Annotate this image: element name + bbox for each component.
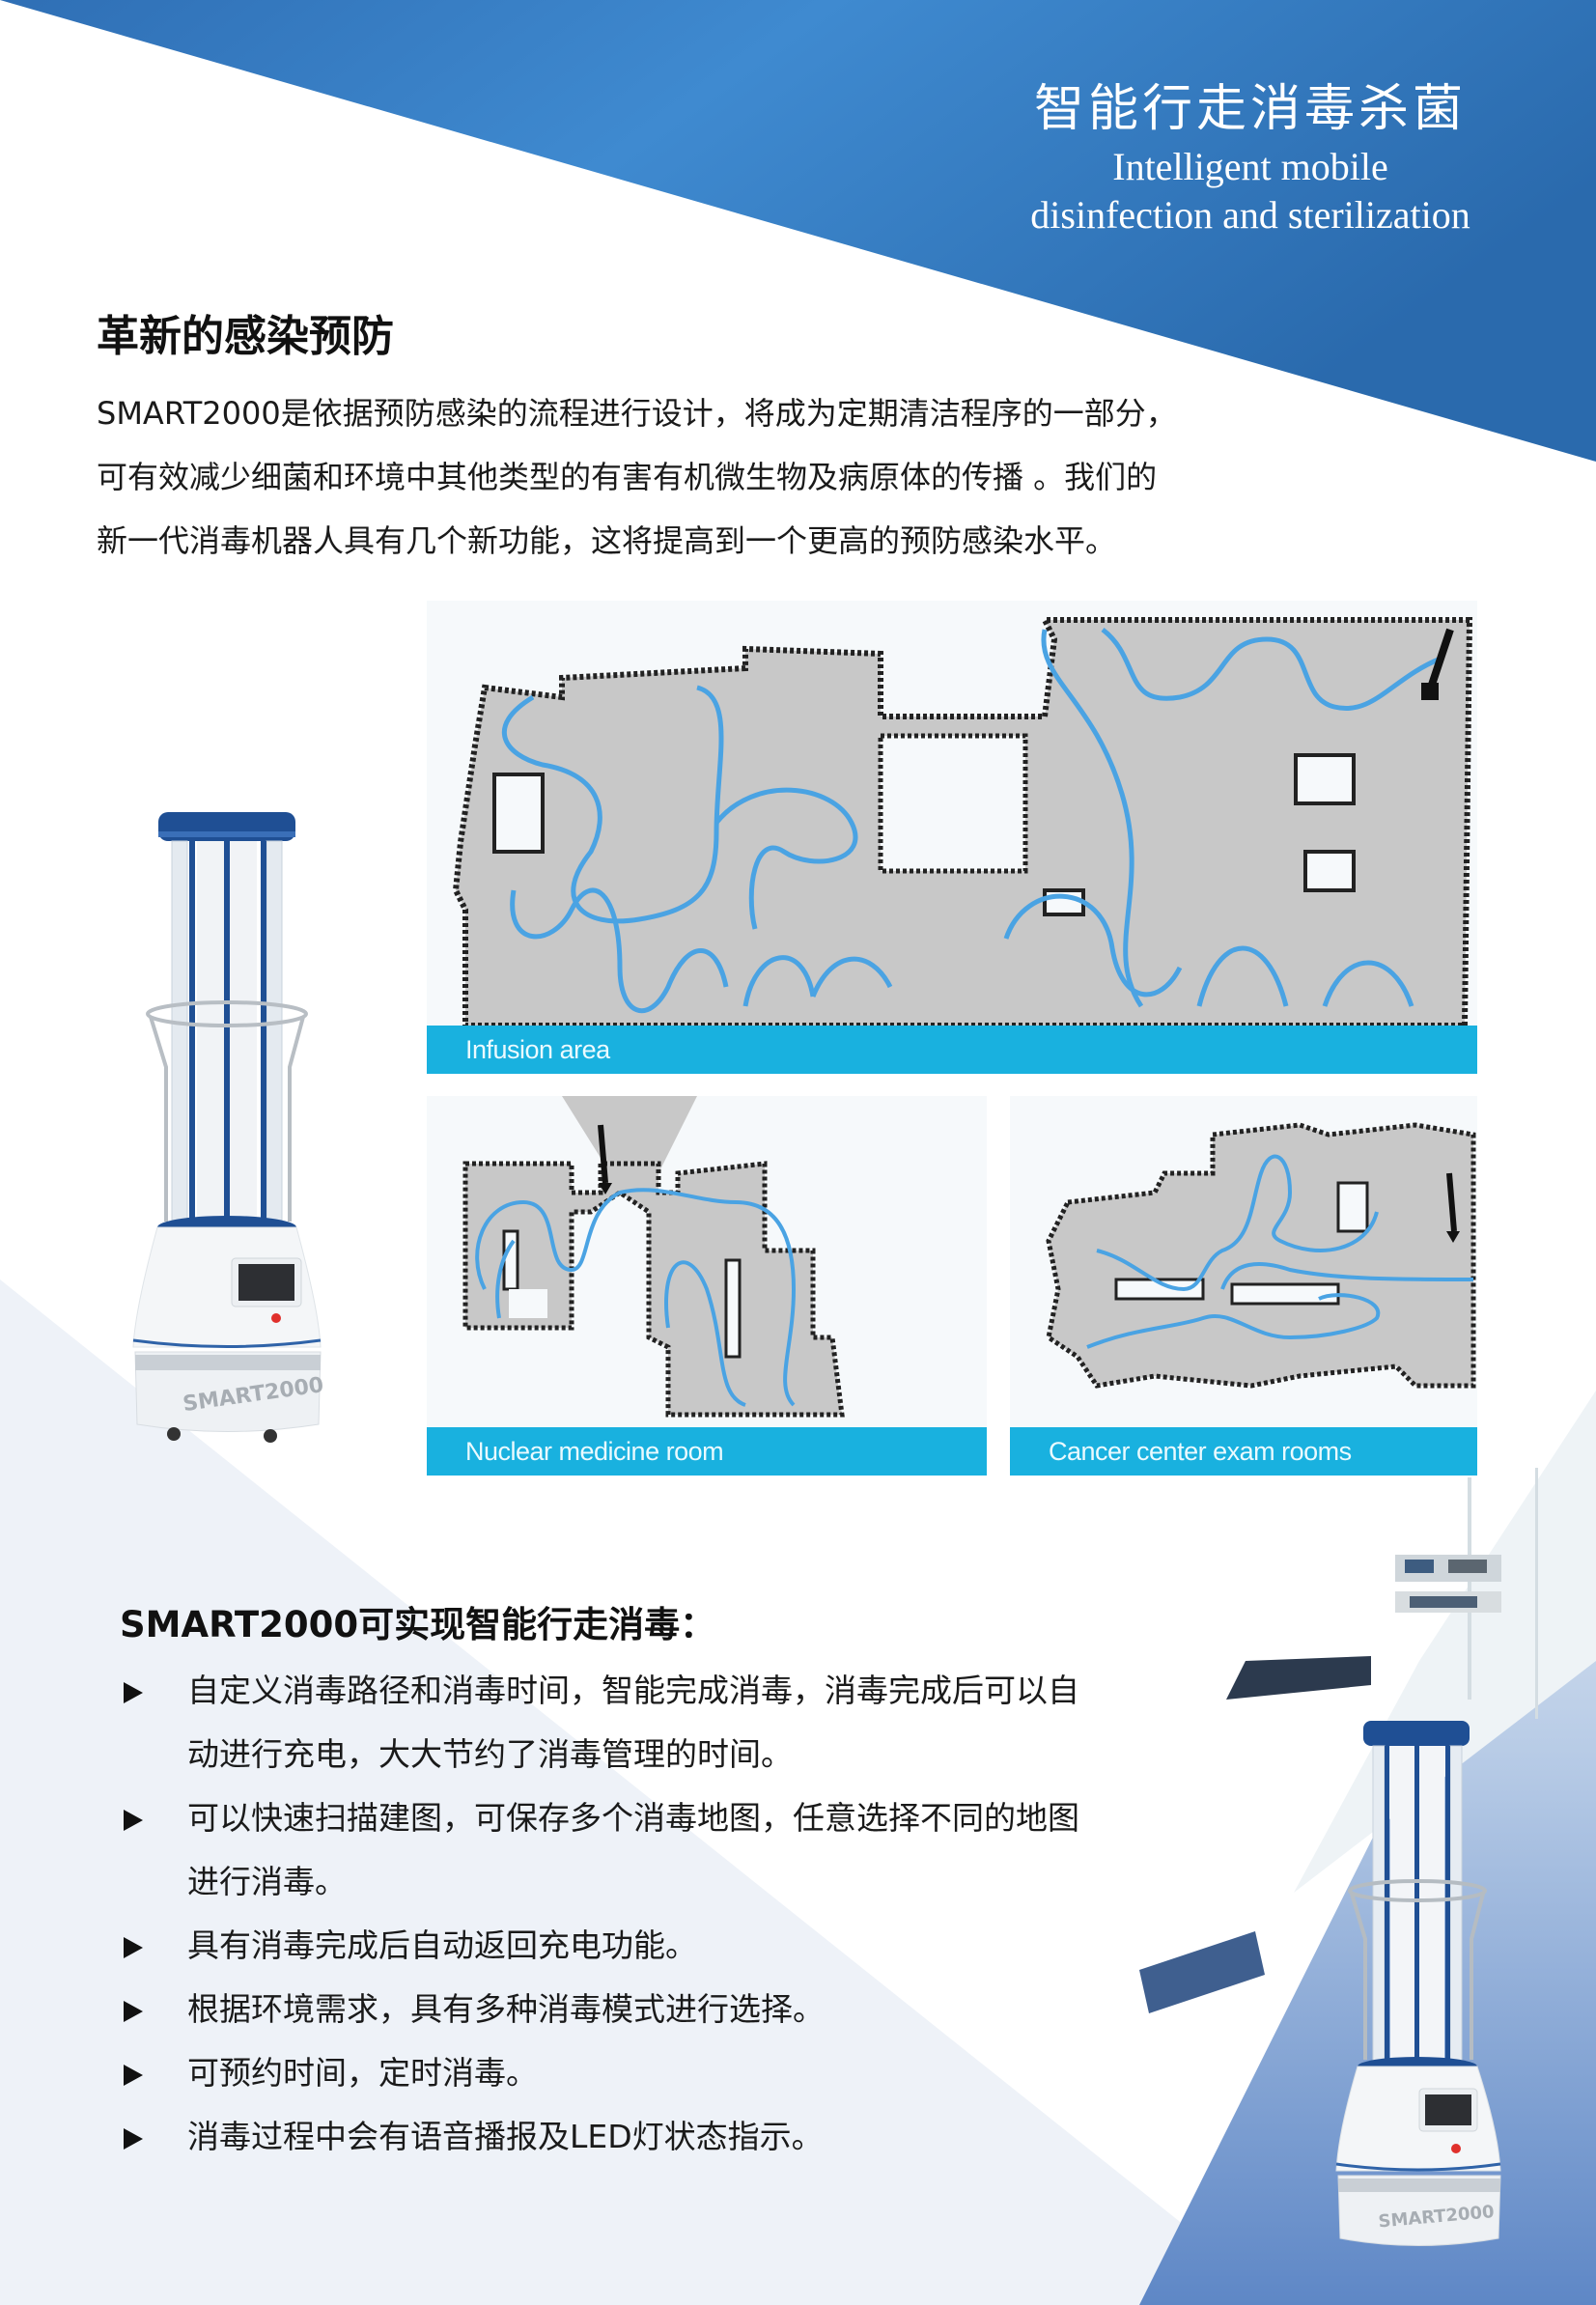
- map-infusion-area-image: [452, 617, 1473, 1026]
- feature-item: 具有消毒完成后自动返回充电功能。: [120, 1914, 1230, 1978]
- feature-item: 自定义消毒路径和消毒时间，智能完成消毒，消毒完成后可以自 动进行充电，大大节约了…: [120, 1659, 1230, 1786]
- intro-title: 革新的感染预防: [97, 312, 394, 361]
- map-caption-nuclear-medicine-room: Nuclear medicine room: [427, 1427, 987, 1476]
- header-title-en-line1: Intelligent mobile: [1112, 145, 1388, 188]
- feature-list: 自定义消毒路径和消毒时间，智能完成消毒，消毒完成后可以自 动进行充电，大大节约了…: [120, 1659, 1230, 2169]
- map-cancer-center-exam-rooms-image: [1046, 1122, 1476, 1389]
- arrow-bullet-icon: [124, 1937, 143, 1958]
- arrow-bullet-icon: [124, 2001, 143, 2022]
- robot-product-image: SMART2000: [132, 812, 325, 1443]
- map-nuclear-medicine-room-image: [462, 1096, 845, 1418]
- intro-line: 新一代消毒机器人具有几个新功能，这将提高到一个更高的预防感染水平。: [97, 522, 1117, 559]
- robot-in-room-photo: SMART2000: [1335, 1721, 1501, 2246]
- arrow-bullet-icon: [124, 1810, 143, 1831]
- intro-line: SMART2000是依据预防感染的流程进行设计，将成为定期清洁程序的一部分，: [97, 395, 1177, 432]
- header-banner: 智能行走消毒杀菌 Intelligent mobile disinfection…: [985, 75, 1516, 239]
- map-panel-infusion-area: Infusion area: [427, 601, 1477, 1074]
- features-title: SMART2000可实现智能行走消毒：: [120, 1604, 716, 1645]
- map-caption-cancer-center-exam-rooms: Cancer center exam rooms: [1010, 1427, 1477, 1476]
- feature-item: 可预约时间，定时消毒。: [120, 2041, 1230, 2105]
- intro-line: 可有效减少细菌和环境中其他类型的有害有机微生物及病原体的传播 。我们的: [97, 459, 1158, 495]
- map-caption-infusion-area: Infusion area: [427, 1026, 1477, 1074]
- map-panel-cancer-center-exam-rooms: Cancer center exam rooms: [1010, 1096, 1477, 1476]
- feature-item: 消毒过程中会有语音播报及LED灯状态指示。: [120, 2105, 1230, 2169]
- arrow-bullet-icon: [124, 2128, 143, 2150]
- map-panel-nuclear-medicine-room: Nuclear medicine room: [427, 1096, 987, 1476]
- header-title-cn: 智能行走消毒杀菌: [1033, 80, 1467, 138]
- feature-item: 根据环境需求，具有多种消毒模式进行选择。: [120, 1978, 1230, 2041]
- arrow-bullet-icon: [124, 2065, 143, 2086]
- intro-body: SMART2000是依据预防感染的流程进行设计，将成为定期清洁程序的一部分， 可…: [97, 381, 1352, 573]
- arrow-bullet-icon: [124, 1682, 143, 1703]
- feature-item: 可以快速扫描建图，可保存多个消毒地图，任意选择不同的地图 进行消毒。: [120, 1786, 1230, 1914]
- header-title-en-line2: disinfection and sterilization: [1030, 193, 1470, 237]
